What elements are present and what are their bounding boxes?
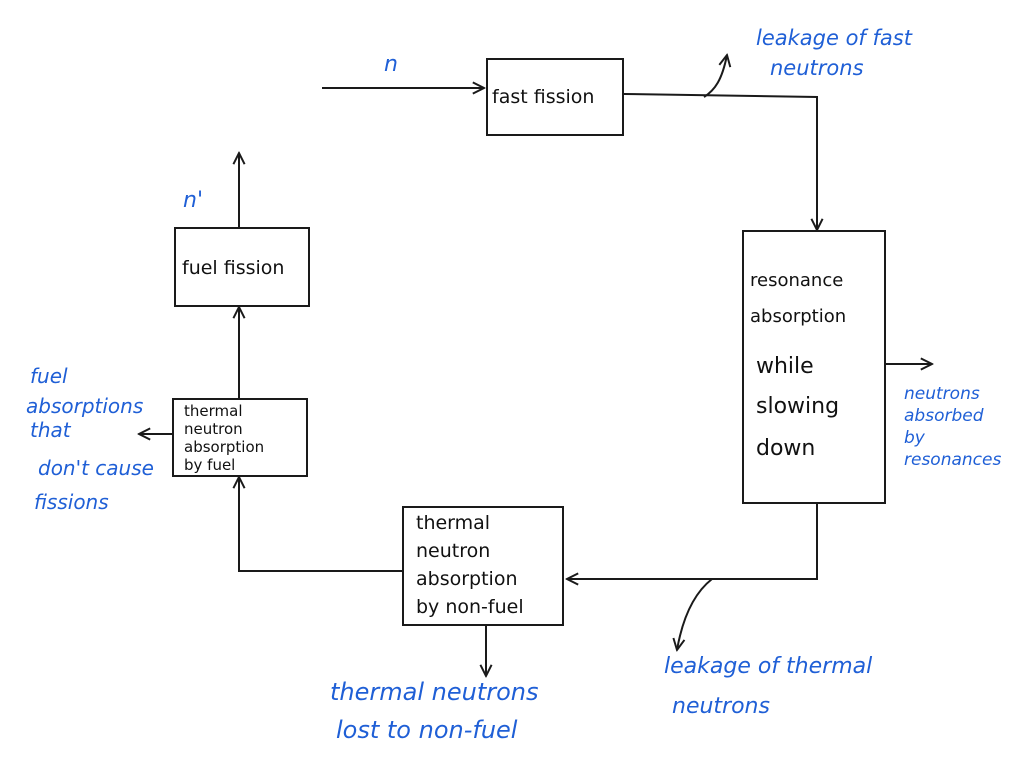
leak-thermal-line-1: leakage of thermal (664, 654, 873, 679)
arrow-leakage-fast (703, 55, 727, 98)
fast-fission-box: fast fission (486, 58, 624, 136)
resonance-line-2: absorption (750, 306, 847, 327)
fuel-fission-box: fuel fission (174, 227, 310, 307)
fast-fission-label: fast fission (492, 86, 595, 108)
resonance-absorption-box: resonance absorption while slowing down (742, 230, 886, 504)
arrow-fast-to-resonance (623, 93, 817, 230)
lost-line-1: thermal neutrons (330, 678, 539, 706)
label-n: n (384, 52, 398, 77)
resonance-line-1: resonance (750, 270, 844, 291)
fuel-abs-line-4: by fuel (184, 456, 236, 474)
res-abs-line-3: by (904, 428, 925, 448)
nonfuel-line-1: thermal (416, 512, 491, 534)
thermal-nonfuel-box: thermal neutron absorption by non-fuel (402, 506, 564, 626)
leak-fast-line-2: neutrons (770, 56, 864, 80)
nonfuel-line-2: neutron (416, 540, 491, 562)
fuel-abs-line-3: absorption (184, 438, 265, 456)
nonfuel-line-3: absorption (416, 568, 518, 590)
label-n-prime: n' (183, 188, 203, 213)
arrow-resonance-to-nonfuel (567, 504, 818, 579)
fuel-abs-line-2: neutron (184, 420, 243, 438)
nonfuel-line-4: by non-fuel (416, 596, 524, 618)
resonance-line-5: down (756, 436, 816, 461)
fuel-abs-note-5: fissions (34, 490, 109, 514)
fuel-abs-note-3: that (30, 418, 71, 442)
leak-thermal-line-2: neutrons (672, 694, 770, 719)
fuel-abs-note-4: don't cause (38, 456, 154, 480)
arrow-nonfuel-to-thermal-fuel (239, 477, 402, 572)
res-abs-line-1: neutrons (904, 384, 980, 404)
fuel-abs-note-1: fuel (30, 364, 68, 388)
fuel-abs-line-1: thermal (184, 402, 243, 420)
fuel-abs-note-2: absorptions (26, 394, 144, 418)
leak-fast-line-1: leakage of fast (756, 26, 912, 50)
fuel-fission-label: fuel fission (182, 257, 285, 279)
lost-line-2: lost to non-fuel (336, 716, 518, 744)
res-abs-line-4: resonances (904, 450, 1002, 470)
arrow-leakage-thermal (677, 578, 713, 650)
thermal-fuel-box: thermal neutron absorption by fuel (172, 398, 308, 477)
res-abs-line-2: absorbed (904, 406, 984, 426)
resonance-line-3: while (756, 354, 814, 379)
resonance-line-4: slowing (756, 394, 840, 419)
